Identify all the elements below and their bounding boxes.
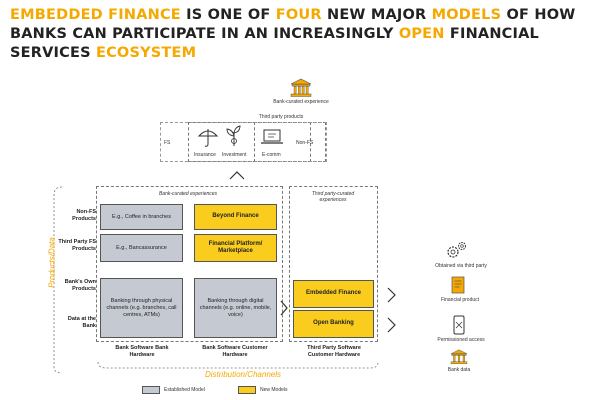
title-text: OF HOW BANKS CAN PARTICIPATE IN AN INCRE… [10, 7, 576, 42]
legend-established-label: Established Model [164, 387, 205, 393]
third-party-curated-label: Third party-curated experiences [311, 191, 355, 203]
cell-financial-platform: Financial Platform/ Marketplace [194, 234, 277, 262]
laptop-icon [261, 129, 283, 144]
distribution-channels-axis-label: Distribution/Channels [188, 370, 298, 379]
insurance-label: Insurance [194, 152, 216, 158]
document-icon [451, 276, 465, 294]
cell-digital-channels: Banking through digital channels (e.g. o… [194, 278, 277, 338]
row-label-third-party-fs: Third Party FS Products [58, 239, 96, 252]
title-text: FINANCIAL SERVICES [10, 26, 539, 61]
cell-physical-channels: Banking through physical channels (e.g. … [100, 278, 183, 338]
plant-icon [226, 125, 241, 146]
third-party-curated-frame [289, 186, 378, 342]
third-party-products-label: Third party products [251, 114, 311, 120]
col-label-bank-hardware: Bank Software Bank Hardware [115, 345, 169, 358]
cell-open-banking: Open Banking [293, 310, 374, 338]
title-text: NEW MAJOR [321, 7, 432, 23]
title-highlight: MODELS [431, 7, 502, 23]
umbrella-icon [197, 129, 219, 147]
permissioned-access-label: Permissioned access [437, 337, 485, 343]
col-label-third-party-software: Third Party Software Customer Hardware [307, 345, 361, 358]
title-highlight: ECOSYSTEM [95, 45, 197, 61]
chevron-right-icon [387, 317, 396, 333]
col-label-customer-hardware: Bank Software Customer Hardware [202, 345, 268, 358]
chevron-right-icon [280, 300, 288, 316]
financial-product-label: Financial product [440, 297, 480, 303]
bank-icon [290, 78, 312, 97]
legend-established-swatch [142, 386, 160, 394]
cell-embedded-finance: Embedded Finance [293, 280, 374, 308]
cell-beyond-finance: Beyond Finance [194, 204, 277, 230]
row-label-banks-own: Bank's Own Products [64, 279, 96, 292]
phone-icon [453, 315, 465, 335]
obtained-third-party-label: Obtained via third party [435, 263, 487, 269]
chevron-right-icon [387, 287, 396, 303]
title-text: IS ONE OF [180, 7, 276, 23]
row-label-non-fs: Non-FS Products [72, 209, 96, 222]
row-label-data: Data at the Bank [67, 316, 96, 329]
legend-new-swatch [238, 386, 256, 394]
legend-new-label: New Models [260, 387, 288, 393]
non-fs-label: Non-FS [296, 140, 314, 146]
bank-icon [450, 349, 468, 364]
third-party-products-box [160, 122, 327, 162]
bank-curated-frame [96, 186, 283, 342]
title-highlight: EMBEDDED FINANCE [10, 7, 181, 23]
chevron-up-icon [229, 171, 245, 180]
products-data-axis-label: Products/Data [47, 237, 57, 288]
bank-curated-experiences-label: Bank-curated experiences [158, 191, 218, 197]
page-title: EMBEDDED FINANCE IS ONE OF FOUR NEW MAJO… [10, 6, 600, 63]
bank-data-label: Bank data [447, 367, 471, 373]
fs-label: FS [164, 140, 171, 146]
investment-label: Investment [222, 152, 247, 158]
cell-coffee: E.g., Coffee in branches [100, 204, 183, 230]
title-highlight: FOUR [275, 7, 322, 23]
gears-icon [447, 242, 466, 258]
bank-curated-label: Bank-curated experience [273, 99, 329, 105]
title-highlight: OPEN [398, 26, 445, 42]
cell-bancassurance: E.g., Bancassurance [100, 234, 183, 262]
ecomm-label: E-comm [262, 152, 281, 158]
